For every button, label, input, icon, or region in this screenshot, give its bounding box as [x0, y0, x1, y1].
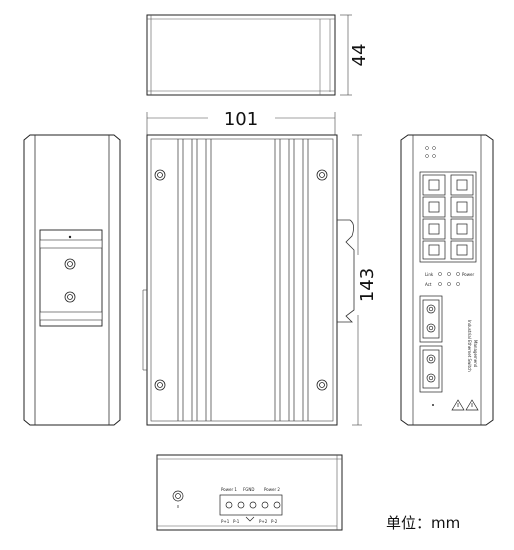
- ground-screw: [172, 490, 184, 508]
- front-view: 101: [142, 109, 378, 426]
- product-sub: Managemend: [473, 340, 478, 368]
- product-name: Industrial Ethernet Switch: [467, 320, 472, 372]
- bottom-view: Power 1 FGND Power 2 P+1 P-1 P+2 P-2: [156, 454, 343, 531]
- dim-101: 101: [224, 109, 258, 130]
- dim-143: 143: [357, 268, 378, 302]
- led-power-label: Power: [462, 272, 474, 277]
- pin-p2-minus: P-2: [271, 519, 278, 524]
- led-link-label: Link: [425, 272, 434, 277]
- pin-p2-plus: P+2: [259, 519, 268, 524]
- right-panel-view: Link Act Power Industrial Ethernet Switc…: [400, 134, 494, 426]
- dim-44: 44: [349, 44, 370, 67]
- power2-label: Power 2: [264, 487, 280, 492]
- bracket-screws: [64, 258, 76, 303]
- mounting-screws: [154, 169, 328, 391]
- led-act-label: Act: [425, 282, 432, 287]
- rj45-ports: [419, 171, 477, 263]
- fgnd-label: FGND: [243, 487, 254, 492]
- power-terminal-block: [219, 494, 283, 522]
- warning-icon: [451, 399, 479, 411]
- din-rail-bracket: [39, 229, 103, 327]
- status-leds: [438, 272, 460, 286]
- din-clip-profile: [337, 219, 355, 323]
- pin-p1-plus: P+1: [221, 519, 230, 524]
- power1-label: Power 1: [221, 487, 237, 492]
- unit-label: 单位：mm: [386, 514, 461, 532]
- top-view: 44: [146, 14, 370, 96]
- left-side-view: [23, 134, 121, 426]
- sfp-ports: [419, 295, 443, 393]
- pin-p1-minus: P-1: [233, 519, 240, 524]
- heat-sink-fins-left: [177, 139, 212, 421]
- heat-sink-fins-right: [274, 139, 309, 421]
